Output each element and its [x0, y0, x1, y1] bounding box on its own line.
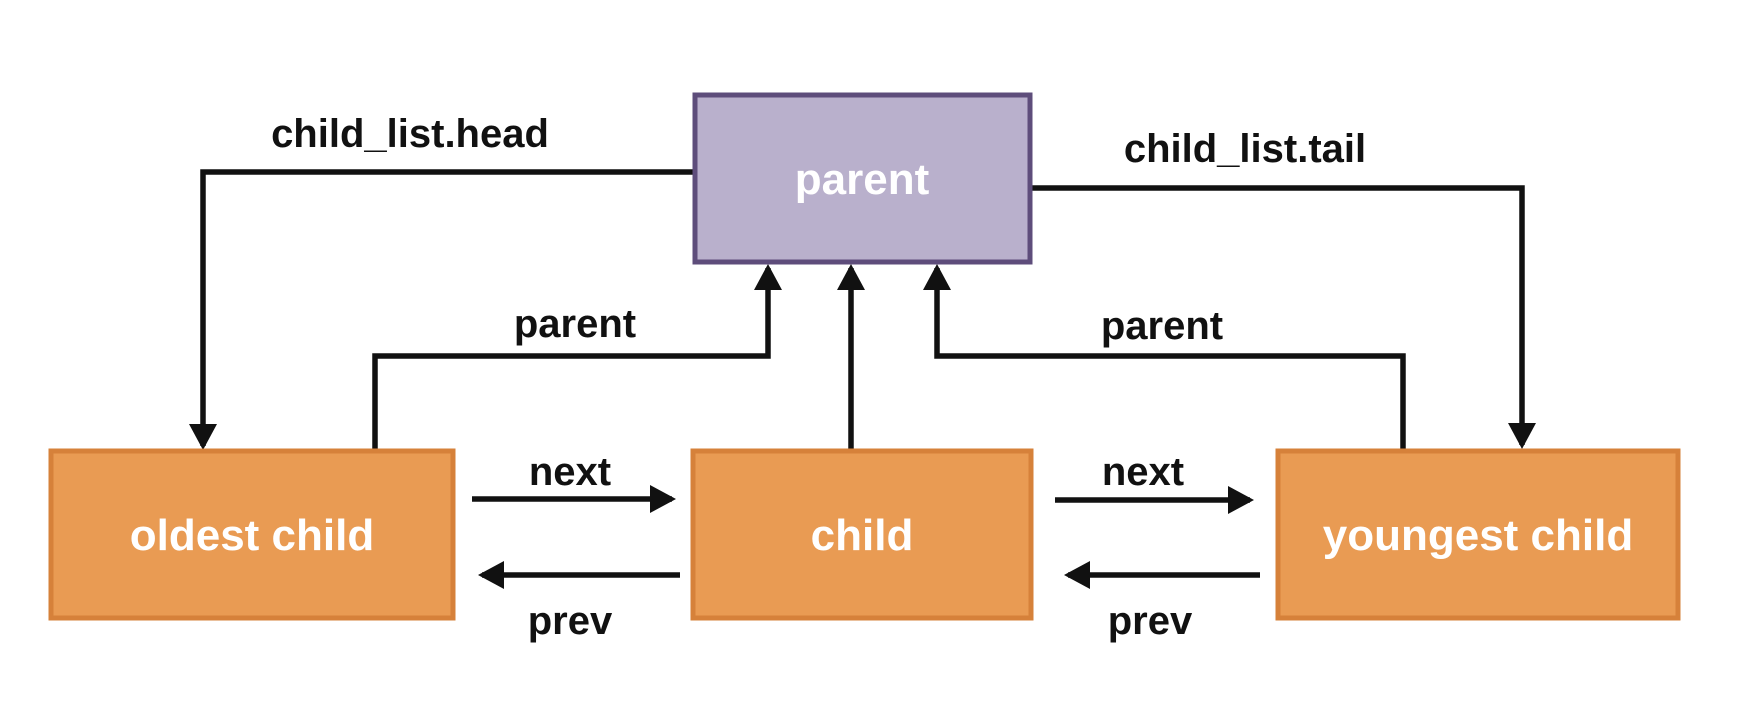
next-right-label: next: [1102, 450, 1184, 494]
youngest-child-node-box: [1275, 448, 1681, 621]
next-left-label: next: [529, 450, 611, 494]
youngest-child-node-label: youngest child: [1323, 511, 1633, 560]
child-list-tail-label: child_list.tail: [1124, 127, 1366, 171]
parent-node-box: [692, 92, 1033, 265]
parent-right-label: parent: [1101, 304, 1223, 348]
parent-left-label: parent: [514, 302, 636, 346]
child-node: child: [690, 448, 1034, 621]
edge-child-list-tail: [1032, 185, 1536, 449]
edge-parent-from-youngest: [923, 264, 1406, 451]
edge-child-list-head: [189, 169, 698, 450]
oldest-child-node: oldest child: [48, 448, 456, 621]
youngest-child-node: youngest child: [1275, 448, 1681, 621]
parent-node: parent: [692, 92, 1033, 265]
oldest-child-node-box: [48, 448, 456, 621]
parent-node-label: parent: [795, 155, 930, 204]
prev-left-label: prev: [528, 599, 613, 643]
edge-parent-from-oldest: [372, 264, 782, 451]
child-list-head-label: child_list.head: [271, 112, 549, 156]
child-node-box: [690, 448, 1034, 621]
prev-right-label: prev: [1108, 599, 1193, 643]
child-node-label: child: [811, 511, 914, 560]
oldest-child-node-label: oldest child: [130, 511, 374, 560]
